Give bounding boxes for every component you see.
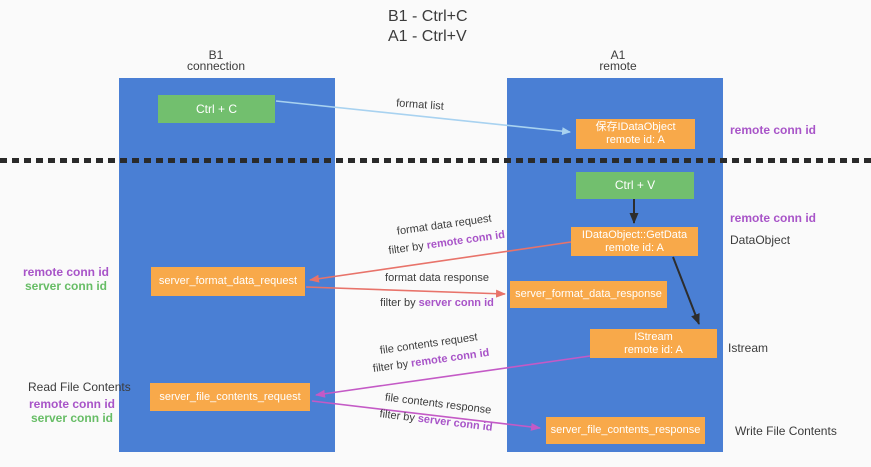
format-data-request-label: format data request filter by remote con… (366, 205, 525, 262)
server-format-data-response-label: server_format_data_response (515, 288, 662, 300)
ctrl-c-label: Ctrl + C (195, 101, 237, 116)
save-idataobject-line1: 保存IDataObject (595, 121, 676, 133)
server-format-data-response-box: server_format_data_response (510, 281, 667, 308)
left-server-conn-id-top: server conn id (24, 279, 108, 293)
right-remote-conn-id-top: remote conn id (730, 123, 817, 137)
format-list-label: format list (395, 97, 445, 113)
b1-column-subtitle: connection (186, 59, 246, 73)
a1-column-title: A1 (610, 48, 626, 62)
file-contents-request-label: file contents request filter by remote c… (348, 325, 511, 381)
istream-box: IStream remote id: A (590, 329, 717, 358)
right-istream-label: Istream (728, 341, 769, 355)
title-line-2: A1 - Ctrl+V (388, 28, 467, 45)
server-format-data-request-box: server_format_data_request (151, 267, 305, 296)
ctrl-v-box: Ctrl + V (576, 172, 694, 199)
right-write-file-contents-label: Write File Contents (735, 424, 837, 438)
server-file-contents-response-label: server_file_contents_response (550, 424, 701, 436)
getdata-line1: IDataObject::GetData (581, 228, 688, 241)
left-read-file-contents-label: Read File Contents (28, 380, 131, 394)
session-separator-line (0, 158, 871, 163)
server-file-contents-request-box: server_file_contents_request (150, 383, 310, 411)
left-remote-conn-id-bottom: remote conn id (28, 397, 115, 411)
left-conn-id-block-top: remote conn id server conn id (22, 265, 110, 293)
ctrl-v-label: Ctrl + V (614, 178, 656, 192)
server-conn-id-highlight: server conn id (418, 297, 494, 309)
diagram-title: B1 - Ctrl+C A1 - Ctrl+V (388, 7, 468, 47)
format-data-response-label: format data response filter by server co… (362, 272, 512, 310)
a1-column-header: A1 remote (558, 48, 678, 73)
istream-line1: IStream (634, 330, 673, 343)
title-line-1: B1 - Ctrl+C (388, 8, 468, 25)
left-server-conn-id-bottom: server conn id (30, 411, 114, 425)
save-idataobject-box: 保存IDataObject remote id: A (576, 119, 695, 149)
left-conn-id-block-bottom: remote conn id server conn id (28, 397, 116, 425)
b1-column-header: B1 connection (156, 48, 276, 73)
server-file-contents-response-box: server_file_contents_response (546, 417, 705, 444)
ctrl-c-box: Ctrl + C (158, 95, 275, 123)
save-idataobject-line2: remote id: A (606, 134, 665, 146)
left-remote-conn-id-top: remote conn id (22, 265, 109, 279)
right-remote-conn-id-mid: remote conn id (730, 211, 817, 225)
format-data-response-text: format data response (385, 272, 489, 284)
right-dataobject-label: DataObject (730, 233, 791, 247)
istream-line2: remote id: A (624, 343, 683, 356)
server-file-contents-request-label: server_file_contents_request (159, 390, 301, 403)
b1-column-title: B1 (208, 48, 224, 62)
a1-column-subtitle: remote (599, 59, 637, 73)
file-contents-response-label: file contents response filter by server … (356, 386, 519, 439)
idataobject-getdata-box: IDataObject::GetData remote id: A (571, 227, 698, 256)
format-data-response-filter: filter by server conn id (380, 297, 494, 309)
server-format-data-request-label: server_format_data_request (158, 275, 298, 287)
getdata-line2: remote id: A (605, 241, 664, 254)
